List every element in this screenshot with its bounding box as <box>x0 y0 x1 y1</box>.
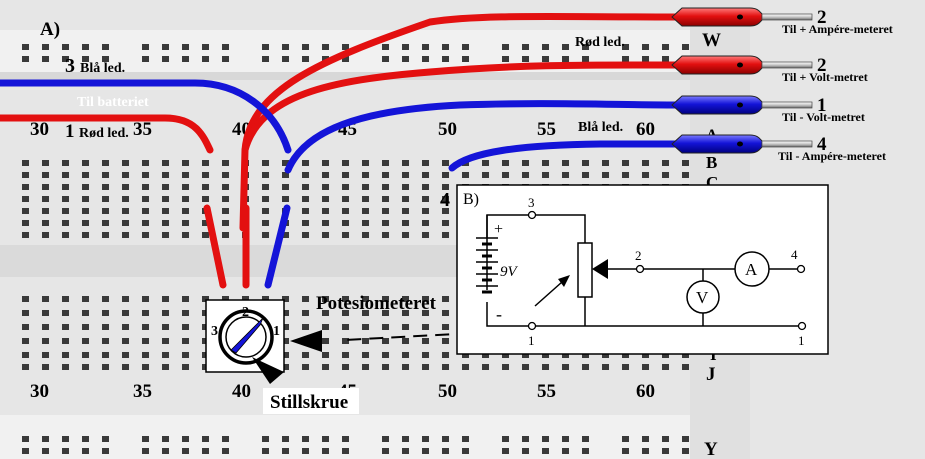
col-num-40-bottom: 40 <box>232 381 251 402</box>
label-red-lead-top: Rød led. <box>575 35 625 50</box>
col-num-60: 60 <box>636 119 655 140</box>
battery-minus: - <box>496 304 502 324</box>
label-lead-1-number: 1 <box>65 121 75 142</box>
plug-label: Til - Ampére-meteret <box>778 149 886 163</box>
col-num-35-bottom: 35 <box>133 381 152 402</box>
col-num-55: 55 <box>537 119 556 140</box>
row-letter-j: J <box>706 364 716 385</box>
panel-b-label: B) <box>463 191 479 208</box>
row-letter-b: B <box>706 153 717 172</box>
banana-plug-body <box>672 96 762 114</box>
node-1-right <box>799 323 806 330</box>
plug-label: Til + Volt-metret <box>782 70 868 84</box>
node-3-label: 3 <box>528 195 535 210</box>
label-blue-lead-right: Blå led. <box>578 120 623 135</box>
node-4-label: 4 <box>791 247 798 262</box>
node-1-left-label: 1 <box>528 333 535 348</box>
col-num-50: 50 <box>438 119 457 140</box>
battery-value: 9V <box>500 264 519 280</box>
node-3 <box>529 212 536 219</box>
banana-plug-body <box>672 135 762 153</box>
row-letter-w: W <box>702 30 721 51</box>
col-num-35: 35 <box>133 119 152 140</box>
banana-plug-pin <box>762 141 812 147</box>
potentiometer: 2 3 1 <box>206 300 284 372</box>
voltmeter-symbol: V <box>696 288 709 307</box>
col-num-30-bottom: 30 <box>30 381 49 402</box>
ammeter-symbol: A <box>745 260 758 279</box>
pot-pin-right: 1 <box>273 324 280 339</box>
banana-plug-body <box>672 56 762 74</box>
node-4 <box>798 266 805 273</box>
banana-plug-pin <box>762 102 812 108</box>
row-letter-y: Y <box>704 439 718 459</box>
node-1-right-label: 1 <box>798 333 805 348</box>
banana-plug-body <box>672 8 762 26</box>
col-num-30: 30 <box>30 119 49 140</box>
pot-pin-left: 3 <box>211 324 218 339</box>
col-num-55-bottom: 55 <box>537 381 556 402</box>
node-2 <box>637 266 644 273</box>
node-2-label: 2 <box>635 248 642 263</box>
pot-pin-top: 2 <box>242 305 249 320</box>
banana-plug-pin <box>762 14 812 20</box>
schematic-resistor <box>578 243 592 297</box>
plug-label: Til - Volt-metret <box>782 110 865 124</box>
col-num-60-bottom: 60 <box>636 381 655 402</box>
banana-plug-pin <box>762 62 812 68</box>
label-red-lead-left: Rød led. <box>79 126 129 141</box>
battery-plus: + <box>494 221 503 238</box>
node-1-left <box>529 323 536 330</box>
potentiometer-label: Potesiometeret <box>316 293 437 314</box>
panel-a-label: A) <box>40 19 60 40</box>
plug-label: Til + Ampére-meteret <box>782 22 893 36</box>
label-lead-3-number: 3 <box>65 55 75 77</box>
col-num-50-bottom: 50 <box>438 381 457 402</box>
label-lead-4-number: 4 <box>440 189 450 211</box>
label-blue-lead: Blå led. <box>80 61 125 76</box>
label-battery-lead: Til batteriet <box>77 95 149 110</box>
schematic-panel: B) + 9V - 2 3 <box>457 185 828 354</box>
screw-label: Stillskrue <box>270 392 348 413</box>
